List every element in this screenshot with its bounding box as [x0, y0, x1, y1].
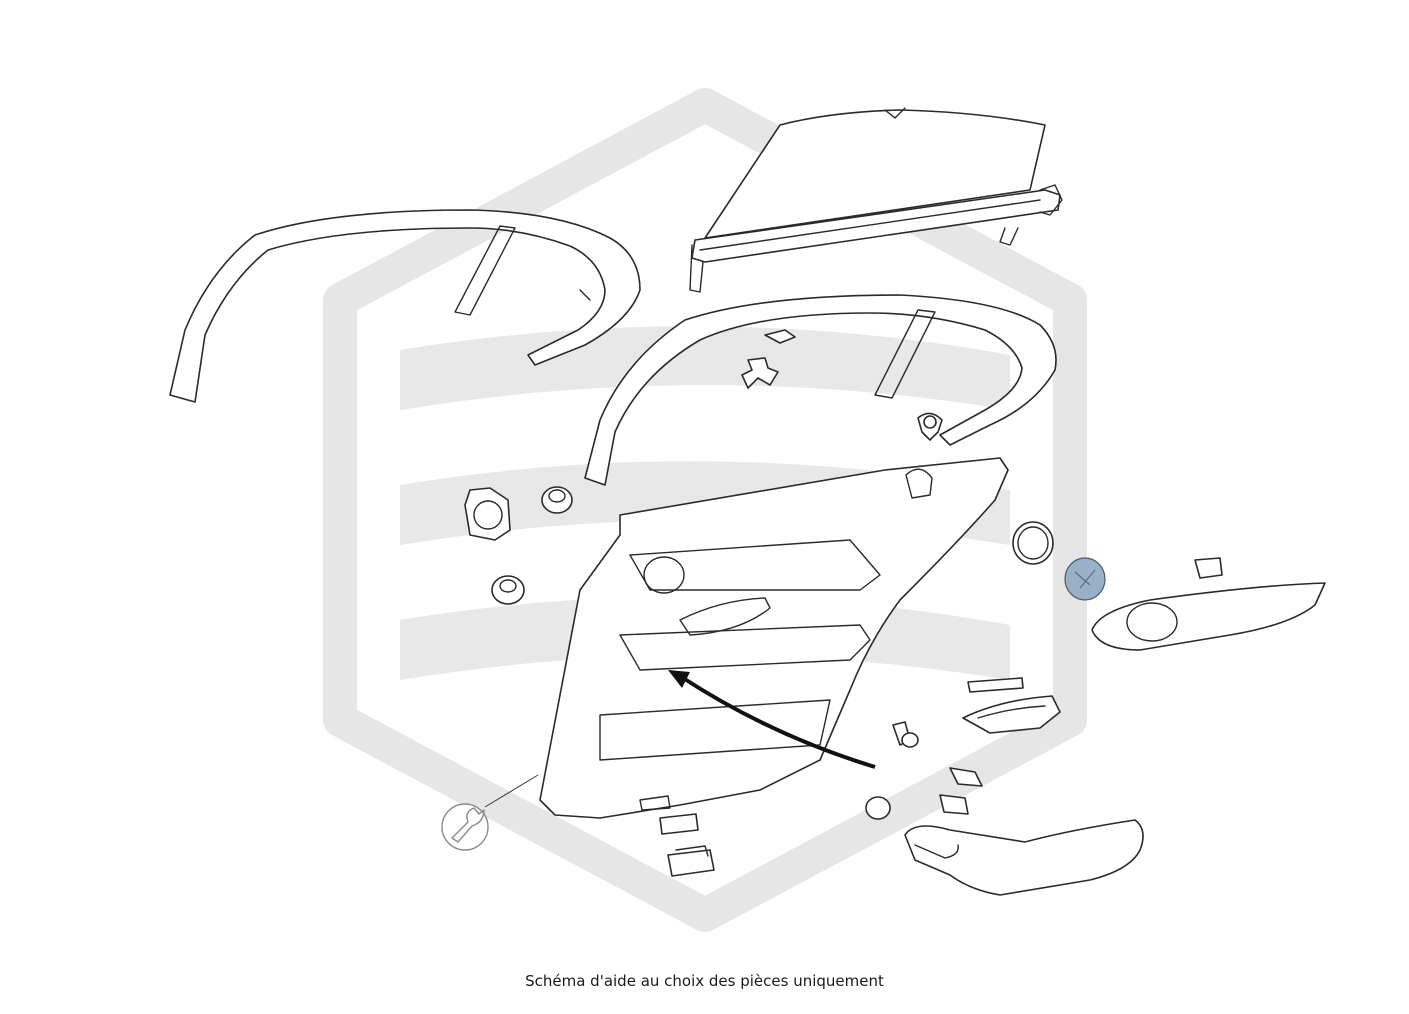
sunshade-roller-blind[interactable] — [689, 107, 1063, 293]
trim-clip-star[interactable] — [764, 329, 796, 344]
door-handle-bezel-clip[interactable] — [967, 677, 1024, 693]
speaker-grille[interactable] — [1012, 521, 1054, 565]
highlighted-cover-cap[interactable] — [1064, 557, 1106, 601]
bolt-screw[interactable] — [892, 721, 919, 748]
door-trim-panel[interactable] — [539, 457, 1009, 819]
wrench-icon[interactable] — [441, 774, 539, 851]
window-frame-trim-inner[interactable] — [584, 294, 1057, 486]
window-frame-trim-outer[interactable] — [169, 209, 641, 403]
grommet-bottom[interactable] — [491, 575, 525, 605]
retainer-clip-right[interactable] — [1194, 557, 1223, 579]
trim-clip-anchor[interactable] — [741, 357, 779, 389]
armrest-trim-strip[interactable] — [1091, 582, 1326, 651]
light-cover-small[interactable] — [659, 813, 699, 835]
pointer-arrow — [668, 670, 876, 769]
switch-unit-lower[interactable] — [939, 794, 969, 815]
diagram-caption: Schéma d'aide au choix des pièces unique… — [525, 972, 884, 990]
light-housing[interactable] — [667, 845, 715, 877]
speaker-bracket[interactable] — [464, 487, 511, 541]
push-clip-top[interactable] — [917, 412, 943, 441]
switch-unit-upper[interactable] — [949, 767, 983, 787]
grommet-lower[interactable] — [865, 796, 891, 820]
armrest-pull-handle[interactable] — [904, 819, 1144, 896]
grommet-top[interactable] — [541, 486, 573, 514]
interior-door-handle[interactable] — [962, 695, 1061, 734]
